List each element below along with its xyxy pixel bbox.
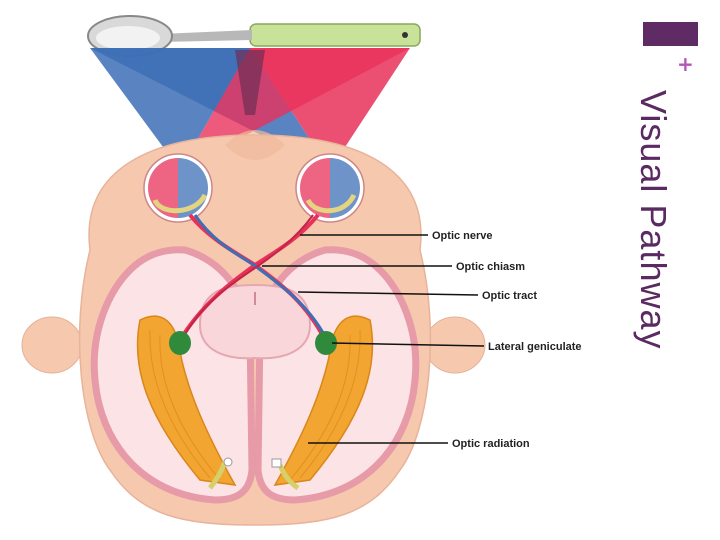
lateral-geniculate-left	[169, 331, 191, 355]
plus-mark: +	[677, 52, 694, 76]
label-lateral-geniculate-text: Lateral geniculate	[488, 341, 582, 353]
label-optic-nerve-text: Optic nerve	[432, 230, 493, 242]
visual-cortex-markers	[208, 457, 300, 491]
left-eye	[143, 153, 213, 223]
label-optic-radiation-text: Optic radiation	[452, 438, 530, 450]
label-optic-tract-text: Optic tract	[482, 290, 537, 302]
lateral-geniculate-right	[315, 331, 337, 355]
label-optic-tract: Optic tract	[297, 290, 537, 302]
optic-pathway-fibers	[178, 213, 330, 343]
label-lateral-geniculate: Lateral geniculate	[331, 341, 582, 353]
accent-bar	[643, 22, 698, 46]
label-optic-chiasm-text: Optic chiasm	[456, 261, 525, 273]
right-eye	[295, 153, 365, 223]
label-optic-radiation: Optic radiation	[308, 438, 530, 450]
label-optic-nerve: Optic nerve	[300, 230, 493, 242]
midbrain	[198, 283, 312, 360]
optic-radiation-left	[136, 315, 237, 486]
label-optic-chiasm: Optic chiasm	[262, 261, 525, 273]
optic-radiation-right	[273, 315, 374, 486]
